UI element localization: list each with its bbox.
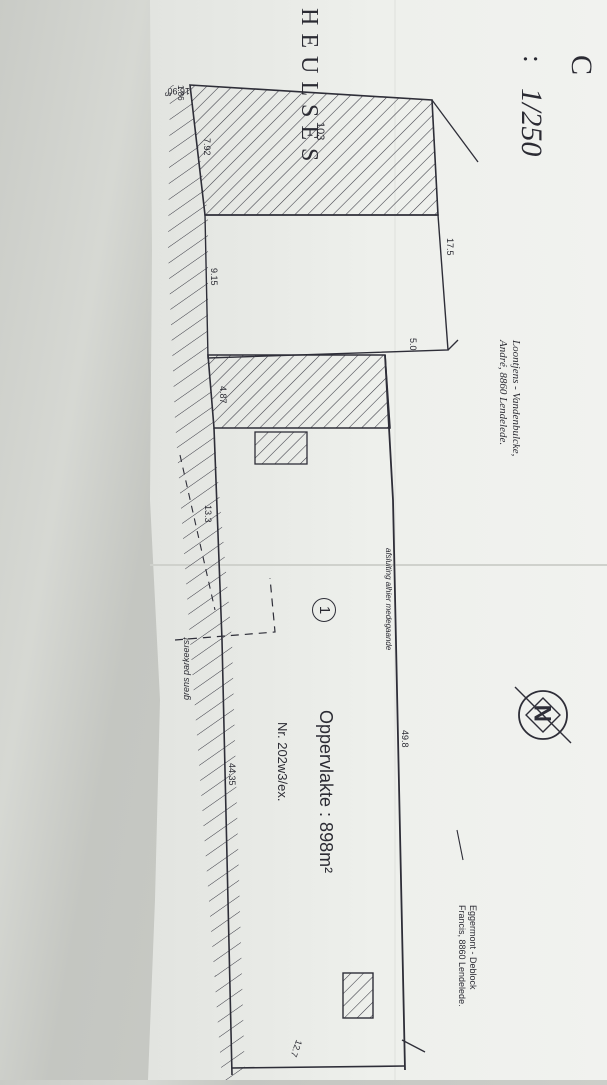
dim-13-3: 13.3 [203,505,213,523]
outbuilding-small [254,431,308,465]
lot-boundary-bottom [231,1065,406,1069]
scale-label: 1/250 [515,88,548,157]
parcel-number-circle: 1 [312,598,336,622]
reference-number: Nr. 202w3/ex. [275,722,290,802]
note-closing: afsluiting alhier medegaande [384,548,393,651]
dim-49-8: 49.8 [400,730,410,748]
neighbour-owner-bottom: Eggermont - Deblock Francis, 8860 Lendel… [457,905,478,1007]
boundary-tick [447,339,459,351]
dim-44-35: 44.35 [227,763,237,786]
north-arrow-icon: N [514,686,572,744]
dim-7-92: 7.92 [202,138,212,156]
lot-boundary [384,354,406,1071]
dim-17-5: 17.5 [445,238,455,256]
note-parking: grens parkeerst [181,637,191,700]
parking-limit-dashed [174,577,276,641]
svg-text:N: N [530,705,557,722]
boundary-tick [456,829,464,861]
dim-3: 3 [163,92,172,97]
neighbour-owner-top: Loontjens - Vandenbulcke, André, 8860 Le… [497,340,522,457]
dim-4-87: 4.87 [218,386,228,404]
sheet-letter: C [565,55,598,76]
boundary-tick [431,99,479,163]
legend-hatch-square [342,972,374,1019]
dim-103: 103 [314,122,326,141]
scale-prefix: : [517,55,548,63]
area-label: Oppervlakte : 898m² [316,710,336,874]
dim-5-0: 5.0 [408,338,418,351]
dim-1-86: 1.86 [176,85,185,101]
dim-9-15: 9.15 [209,268,219,286]
street-name: HEULSES [296,8,322,170]
dashed-diagonal [179,454,216,611]
paper-sheet [148,0,607,1080]
lot-boundary-left [213,427,233,1076]
building-annex [207,354,391,429]
boundary-tick [401,1039,426,1053]
